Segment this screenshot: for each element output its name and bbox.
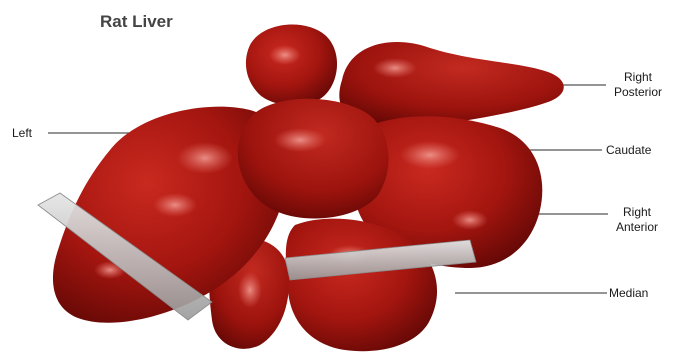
label-median: Median: [609, 286, 648, 301]
label-left: Left: [12, 126, 32, 141]
label-caudate-text: Caudate: [606, 143, 651, 157]
label-right-anterior-line2: Anterior: [606, 220, 668, 235]
top-round-lobe: [246, 25, 337, 106]
label-median-text: Median: [609, 286, 648, 300]
right-posterior-lobe: [339, 42, 563, 127]
label-right-posterior: Right Posterior: [606, 70, 670, 100]
label-right-posterior-line1: Right: [606, 70, 670, 85]
label-left-text: Left: [12, 126, 32, 140]
label-right-posterior-line2: Posterior: [606, 85, 670, 100]
diagram-title: Rat Liver: [100, 12, 173, 32]
label-right-anterior-line1: Right: [606, 205, 668, 220]
caudate-lobe: [238, 99, 389, 219]
label-right-anterior: Right Anterior: [606, 205, 668, 235]
label-caudate: Caudate: [606, 143, 651, 158]
